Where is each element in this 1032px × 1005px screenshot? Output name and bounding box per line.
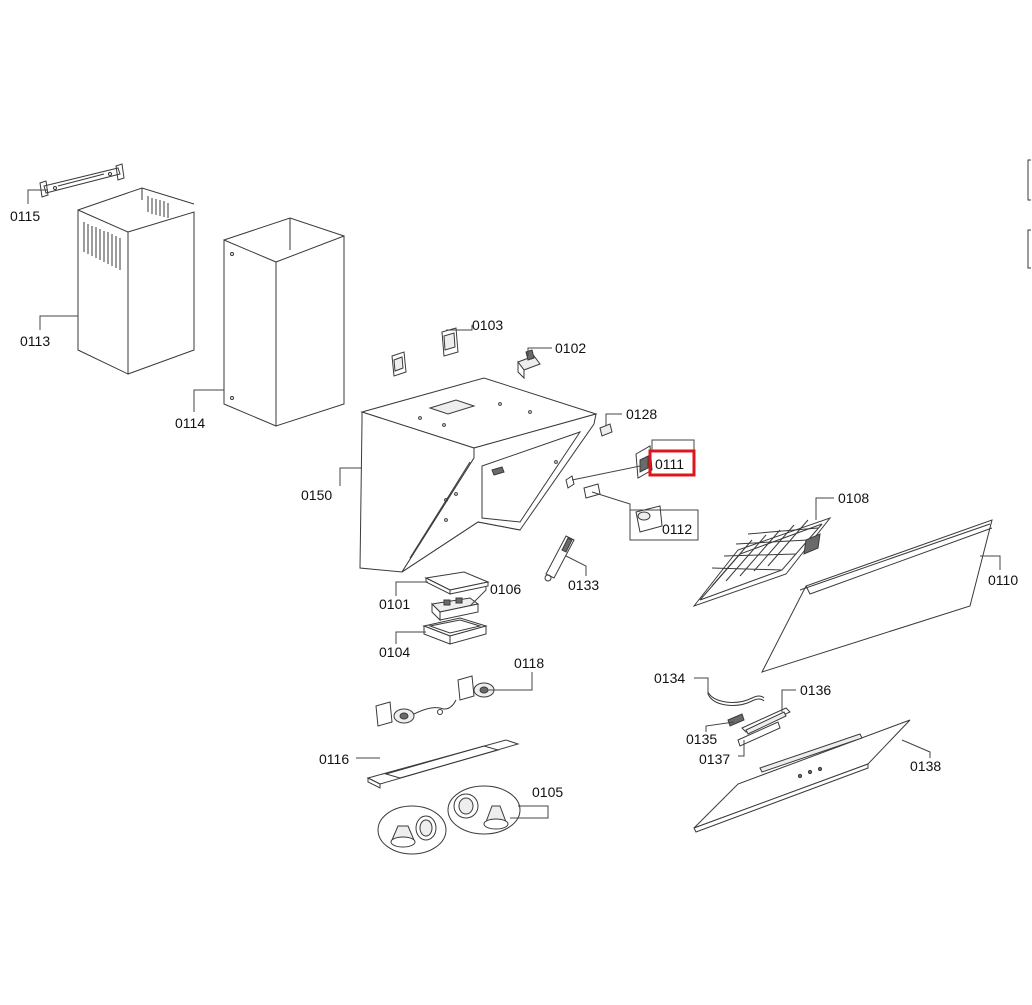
label-0102[interactable]: 0102 bbox=[555, 340, 586, 356]
part-0115-bracket bbox=[39, 163, 125, 198]
part-0105-bulbs bbox=[377, 785, 521, 855]
part-0137-board-cover bbox=[737, 721, 781, 747]
part-0110-glass-panel bbox=[761, 519, 993, 673]
label-0116[interactable]: 0116 bbox=[319, 751, 349, 767]
label-0108[interactable]: 0108 bbox=[838, 490, 869, 506]
part-0135-switch bbox=[727, 713, 745, 727]
part-0104-box-housing bbox=[422, 617, 488, 645]
chimney-vent-slots bbox=[83, 196, 169, 270]
highlighted-part-0111[interactable]: 0111 bbox=[648, 449, 696, 477]
label-0136[interactable]: 0136 bbox=[800, 682, 831, 698]
part-labels: 0115 0113 0114 0103 0102 0128 0111 0112 … bbox=[10, 208, 1018, 800]
part-0134-cable bbox=[707, 691, 765, 706]
edge-fragments bbox=[1027, 159, 1031, 269]
label-0118[interactable]: 0118 bbox=[514, 655, 544, 671]
part-0118-lamp-assembly bbox=[375, 675, 495, 727]
part-0133-gas-strut bbox=[544, 535, 575, 582]
part-0138-front-panel bbox=[693, 719, 911, 833]
label-0104[interactable]: 0104 bbox=[379, 644, 410, 660]
part-0102-bracket bbox=[517, 349, 541, 380]
label-0134[interactable]: 0134 bbox=[654, 670, 685, 686]
highlight-box bbox=[648, 449, 696, 477]
label-0106[interactable]: 0106 bbox=[490, 581, 521, 597]
label-0110[interactable]: 0110 bbox=[988, 572, 1018, 588]
part-0112-bracket bbox=[583, 483, 663, 533]
label-0103[interactable]: 0103 bbox=[472, 317, 503, 333]
label-0137[interactable]: 0137 bbox=[699, 751, 730, 767]
part-0101-cover bbox=[424, 571, 490, 595]
part-0150-hood-body bbox=[359, 377, 598, 573]
label-0101[interactable]: 0101 bbox=[379, 596, 410, 612]
label-0135[interactable]: 0135 bbox=[686, 731, 717, 747]
label-0115[interactable]: 0115 bbox=[10, 208, 40, 224]
label-0138[interactable]: 0138 bbox=[910, 758, 941, 774]
label-0105[interactable]: 0105 bbox=[532, 784, 563, 800]
label-0150[interactable]: 0150 bbox=[301, 487, 332, 503]
part-0103-clips bbox=[391, 327, 459, 377]
label-0112[interactable]: 0112 bbox=[662, 521, 692, 537]
part-0113-upper-chimney bbox=[77, 187, 195, 375]
filter-mesh bbox=[711, 519, 819, 587]
part-0116-light-frame bbox=[366, 739, 520, 789]
part-0106-control-box bbox=[430, 597, 480, 622]
label-0113[interactable]: 0113 bbox=[20, 333, 50, 349]
part-0136-control-board bbox=[741, 707, 791, 735]
part-0108-grease-filter bbox=[692, 516, 832, 608]
part-0128-clip bbox=[599, 423, 613, 437]
label-0111[interactable]: 0111 bbox=[655, 456, 684, 472]
part-0111-hinge bbox=[565, 445, 653, 489]
label-0128[interactable]: 0128 bbox=[626, 406, 657, 422]
label-0114[interactable]: 0114 bbox=[175, 415, 205, 431]
leader-lines bbox=[27, 189, 1001, 819]
part-0114-lower-chimney bbox=[223, 217, 345, 427]
label-0133[interactable]: 0133 bbox=[568, 577, 599, 593]
